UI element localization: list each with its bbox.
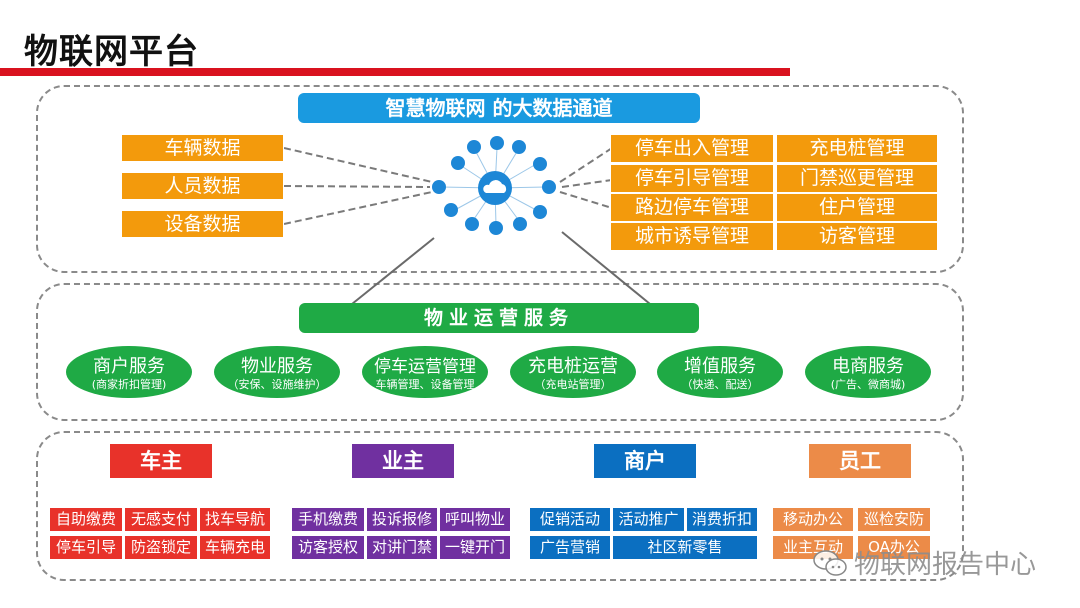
connector-hub-right — [561, 231, 651, 305]
operations-banner: 物业运营服务 — [299, 303, 699, 333]
service-value-added: 增值服务 （快递、配送） — [657, 346, 783, 398]
service-name: 增值服务 — [684, 356, 756, 377]
feature-tile: 投诉报修 — [367, 508, 437, 531]
box-icon — [513, 217, 527, 231]
tools-icon — [490, 136, 504, 150]
service-property: 物业服务 （安保、设施维护） — [214, 346, 340, 398]
service-detail: （安保、设施维护） — [227, 378, 327, 391]
connector-out-2 — [561, 179, 613, 188]
output-item: 访客管理 — [776, 222, 938, 251]
data-channel-banner: 智慧物联网 的大数据通道 — [298, 93, 700, 123]
feature-tile: OA办公 — [858, 536, 930, 559]
feature-tile: 停车引导 — [50, 536, 122, 559]
data-channel-panel — [36, 85, 964, 273]
output-item: 停车引导管理 — [610, 164, 774, 193]
category-homeowner: 业主 — [352, 444, 454, 478]
service-name: 物业服务 — [241, 356, 313, 377]
service-name: 商户服务 — [93, 356, 165, 377]
phone-icon — [465, 217, 479, 231]
service-detail: (商家折扣管理) — [91, 378, 167, 391]
service-detail: （快递、配送） — [681, 378, 759, 391]
output-item: 路边停车管理 — [610, 193, 774, 222]
home-icon — [451, 156, 465, 170]
category-car-owner: 车主 — [110, 444, 212, 478]
watermark: 物联网报告中心 — [812, 544, 1036, 581]
feature-tile: 对讲门禁 — [367, 536, 437, 559]
gear-icon — [533, 157, 547, 171]
feature-tile: 无感支付 — [125, 508, 197, 531]
operations-panel — [36, 283, 964, 421]
connector-device — [283, 191, 433, 225]
monitor-icon — [542, 180, 556, 194]
headphones-icon — [512, 140, 526, 154]
service-detail: （充电站管理） — [534, 378, 612, 391]
category-merchant: 商户 — [594, 444, 696, 478]
iot-hub — [432, 136, 556, 235]
feature-tile: 巡检安防 — [858, 508, 930, 531]
service-detail: (广告、微商城) — [830, 378, 906, 391]
output-item: 城市诱导管理 — [610, 222, 774, 251]
feature-tile: 呼叫物业 — [440, 508, 510, 531]
service-name: 电商服务 — [832, 356, 904, 377]
title-underline — [0, 68, 790, 76]
watermark-text: 物联网报告中心 — [854, 550, 1037, 580]
feature-tile: 活动推广 — [613, 508, 684, 531]
user-icon — [489, 221, 503, 235]
mic-icon — [467, 140, 481, 154]
service-ecommerce: 电商服务 (广告、微商城) — [805, 346, 931, 398]
output-item: 充电桩管理 — [776, 134, 938, 163]
connector-hub-left — [351, 237, 435, 305]
output-item: 停车出入管理 — [610, 134, 774, 163]
feature-tile: 移动办公 — [773, 508, 853, 531]
connector-vehicle — [283, 147, 433, 183]
category-staff: 员工 — [809, 444, 911, 478]
connector-out-3 — [559, 191, 613, 209]
service-merchant: 商户服务 (商家折扣管理) — [66, 346, 192, 398]
output-item: 门禁巡更管理 — [776, 164, 938, 193]
feature-tile: 自助缴费 — [50, 508, 122, 531]
feature-tile: 手机缴费 — [292, 508, 364, 531]
connector-person — [283, 185, 431, 188]
connector-out-1 — [559, 147, 613, 183]
feature-tile: 社区新零售 — [613, 536, 757, 559]
service-detail: 车辆管理、设备管理 — [375, 378, 475, 391]
service-name: 充电桩运营 — [528, 356, 618, 377]
users-panel — [36, 431, 964, 581]
feature-tile: 找车导航 — [200, 508, 270, 531]
lightbulb-icon — [432, 180, 446, 194]
input-device-data: 设备数据 — [121, 210, 284, 238]
feature-tile: 消费折扣 — [687, 508, 757, 531]
gamepad-icon — [444, 203, 458, 217]
input-person-data: 人员数据 — [121, 172, 284, 200]
feature-tile: 防盗锁定 — [125, 536, 197, 559]
feature-tile: 促销活动 — [530, 508, 610, 531]
service-name: 停车运营管理 — [374, 357, 476, 377]
wifi-icon — [533, 205, 547, 219]
service-parking: 停车运营管理 车辆管理、设备管理 — [362, 346, 488, 398]
feature-tile: 一键开门 — [440, 536, 510, 559]
input-vehicle-data: 车辆数据 — [121, 134, 284, 162]
page-title: 物联网平台 — [24, 32, 199, 72]
wechat-icon — [813, 549, 847, 576]
feature-tile: 车辆充电 — [200, 536, 270, 559]
service-charging: 充电桩运营 （充电站管理） — [510, 346, 636, 398]
feature-tile: 访客授权 — [292, 536, 364, 559]
feature-tile: 广告营销 — [530, 536, 610, 559]
output-item: 住户管理 — [776, 193, 938, 222]
